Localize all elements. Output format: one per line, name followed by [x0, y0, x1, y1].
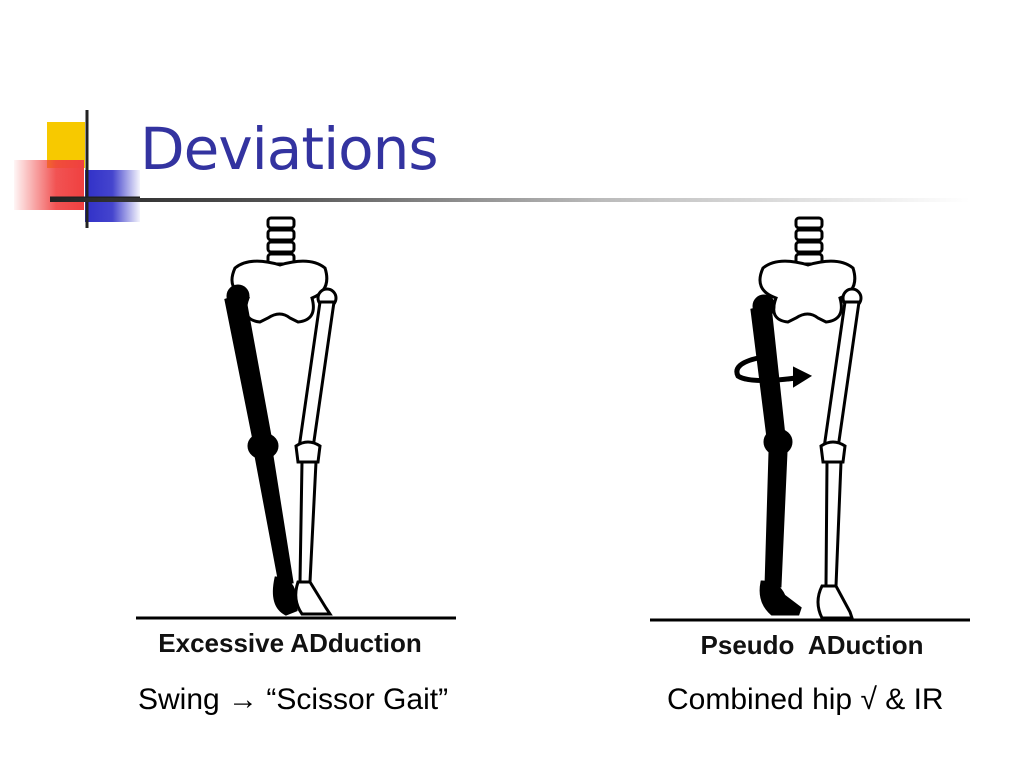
white-leg	[816, 287, 863, 620]
leg-diagram: Excessive ADduction	[136, 216, 456, 658]
decoration-red-square	[14, 160, 84, 210]
figure-excessive-adduction: Excessive ADduction	[130, 210, 470, 670]
rotation-arrow-icon	[734, 355, 813, 388]
spine	[266, 216, 296, 266]
figure-pseudo-adduction: Pseudo ADuction	[646, 210, 976, 670]
slide-title: Deviations	[140, 115, 439, 183]
black-leg	[750, 294, 802, 616]
pelvis	[758, 259, 857, 324]
caption-combined-hip: Combined hip √ & IR	[667, 683, 944, 716]
leg-diagram: Pseudo ADuction	[650, 216, 970, 660]
decoration-blue-square	[85, 170, 140, 222]
caption-scissor-gait: Swing → “Scissor Gait”	[138, 683, 449, 716]
black-leg	[224, 284, 298, 616]
title-underline	[50, 198, 970, 202]
spine	[794, 216, 824, 266]
figure-label: Pseudo ADuction	[701, 630, 924, 660]
white-leg	[294, 287, 338, 616]
figure-label: Excessive ADduction	[158, 628, 421, 658]
slide-decoration	[14, 110, 140, 228]
